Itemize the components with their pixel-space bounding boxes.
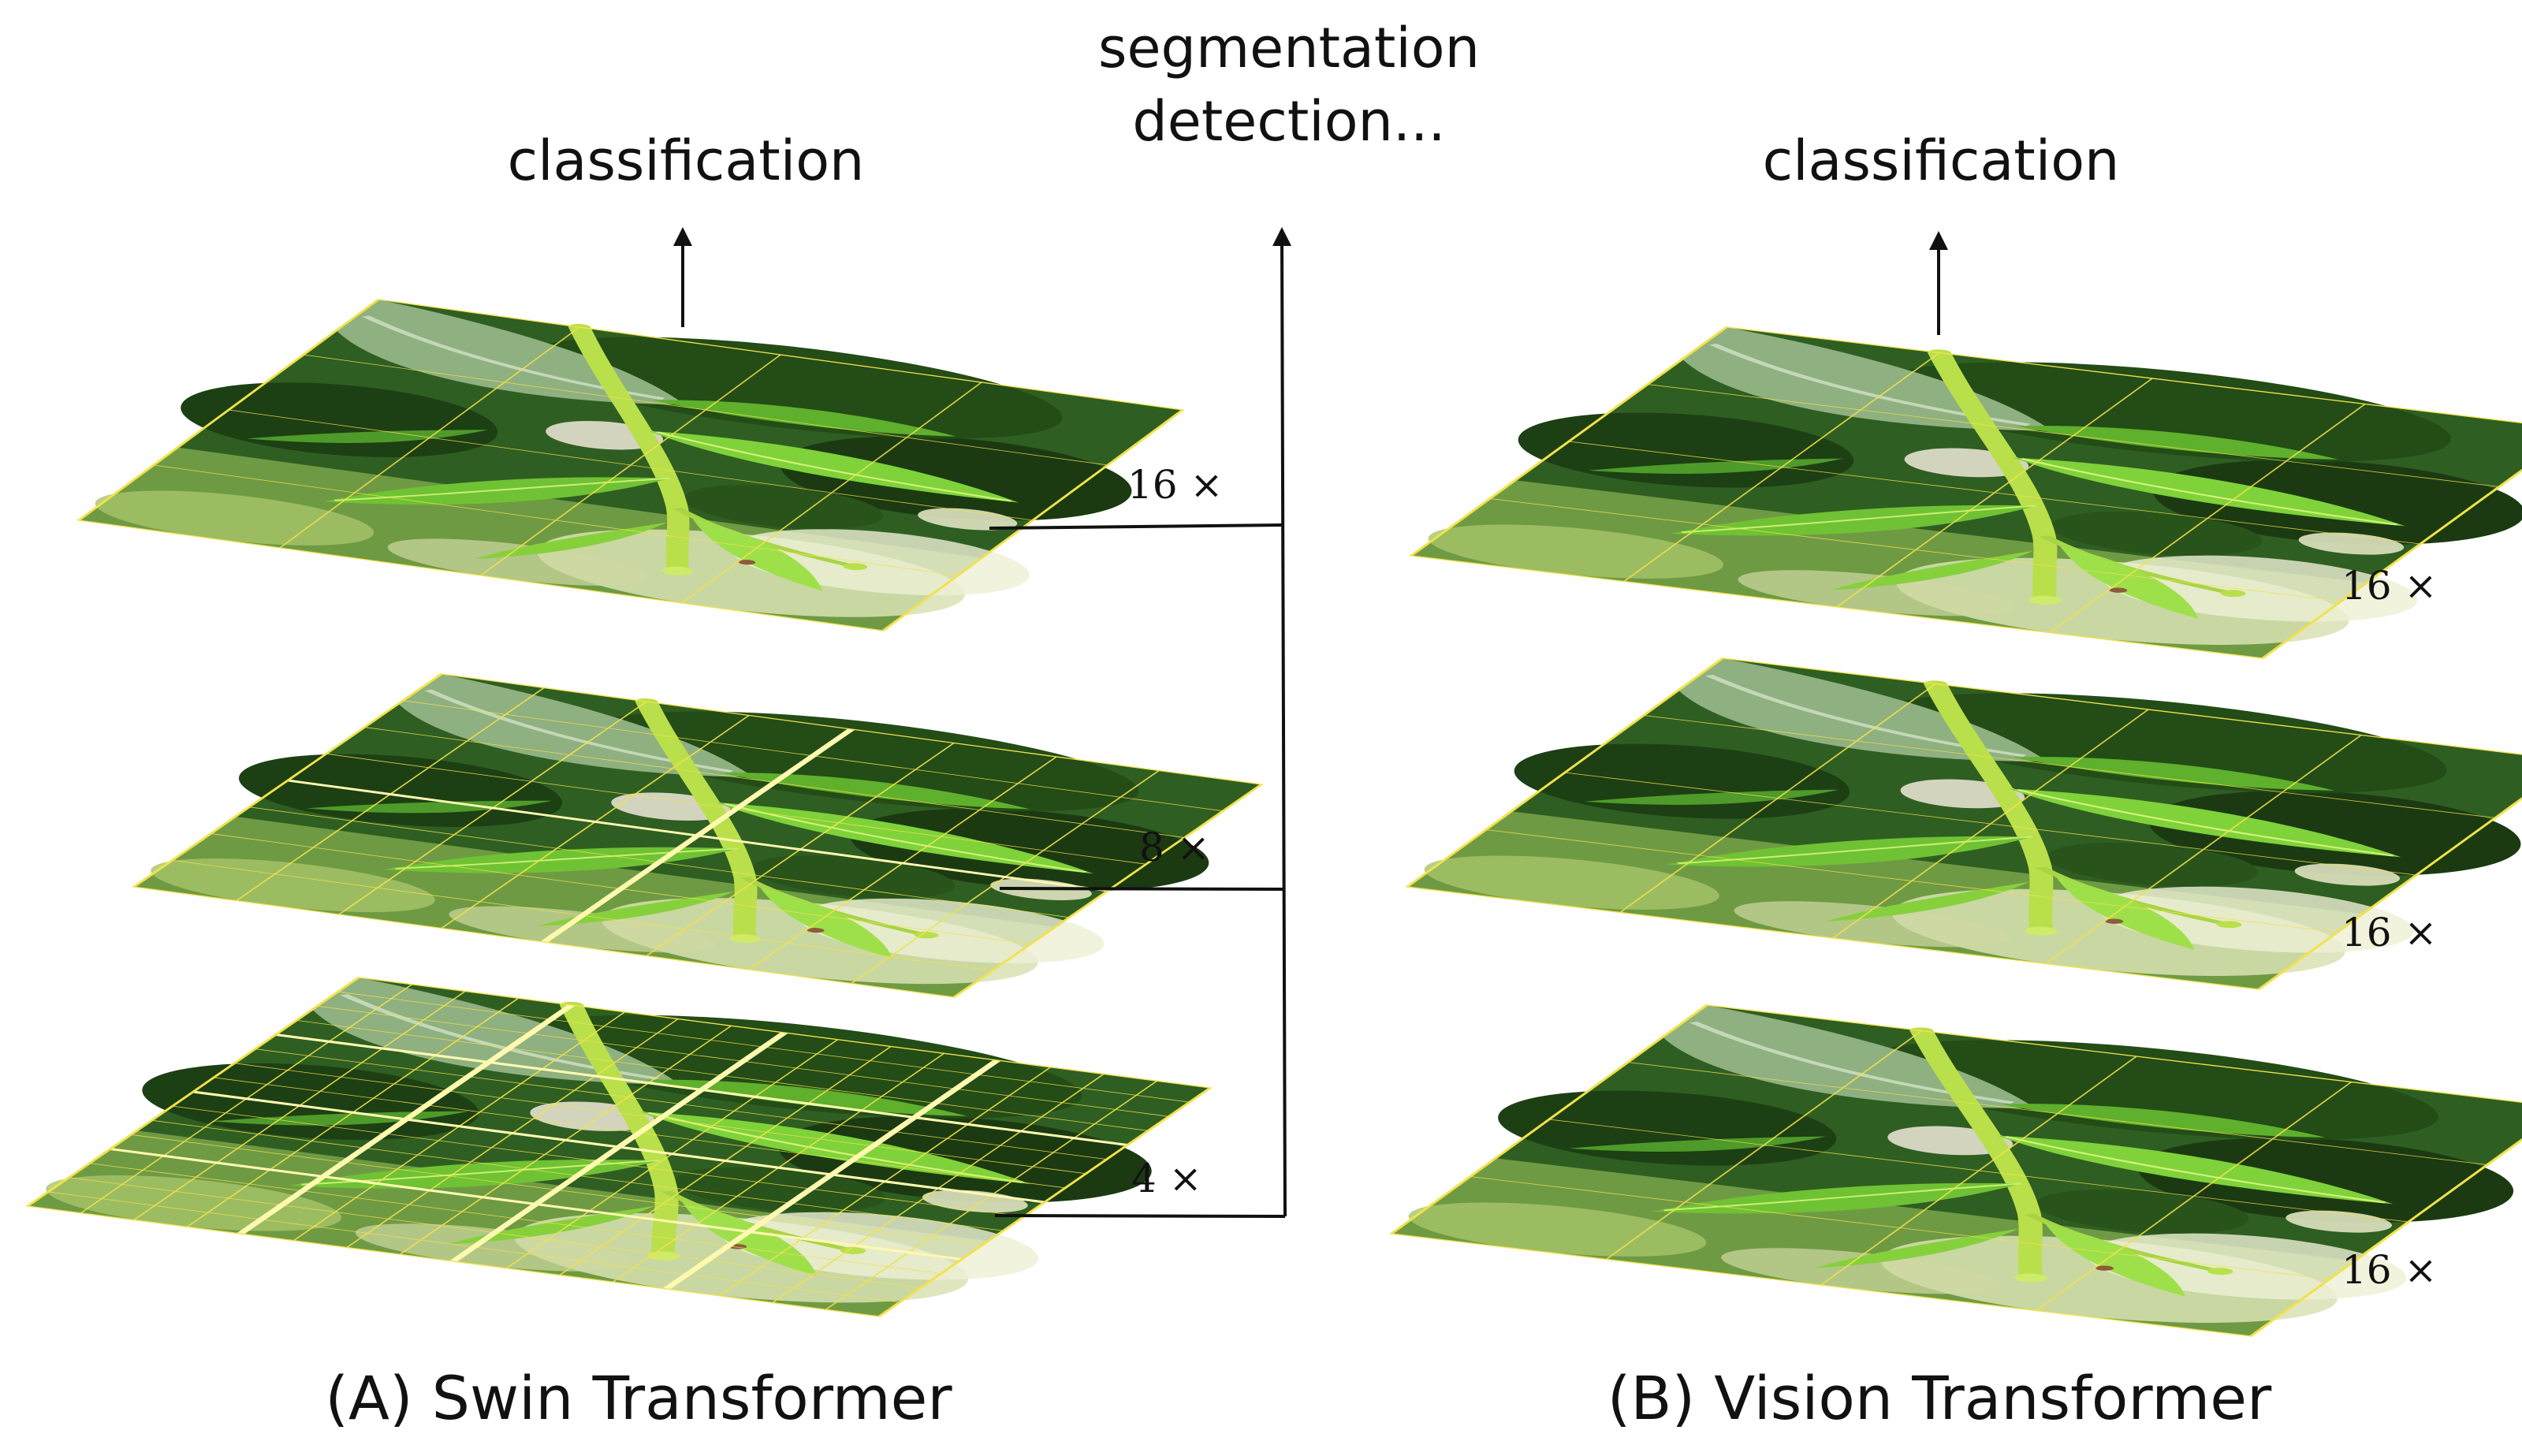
- vit-layer-1: [1360, 312, 2522, 667]
- connector-8x: [999, 887, 1286, 891]
- segmentation-label: segmentation: [1098, 16, 1480, 80]
- swin-caption: (A) Swin Transformer: [325, 1363, 952, 1433]
- swin-scale-16x: 16 ×: [1127, 462, 1223, 508]
- vit-layer-2: [1356, 643, 2522, 998]
- vit-layer-3: [1340, 990, 2522, 1345]
- swin-scale-8x: 8 ×: [1139, 825, 1210, 870]
- swin-layer-16x: [31, 284, 1259, 639]
- vit-classification-label: classification: [1763, 128, 2120, 193]
- vit-caption: (B) Vision Transformer: [1607, 1363, 2272, 1433]
- vit-scale-1: 16 ×: [2341, 563, 2437, 609]
- swin-layer-8x: [85, 659, 1339, 1006]
- vit-scale-2: 16 ×: [2341, 910, 2437, 955]
- swin-scale-4x: 4 ×: [1131, 1156, 1202, 1201]
- swin-classification-label: classification: [508, 128, 865, 193]
- up-arrow-icon: [1272, 227, 1292, 1217]
- connector-16x: [989, 523, 1284, 530]
- vit-scale-3: 16 ×: [2341, 1247, 2437, 1293]
- detection-label: detection...: [1132, 89, 1445, 154]
- swin-layer-4x: [0, 962, 1291, 1325]
